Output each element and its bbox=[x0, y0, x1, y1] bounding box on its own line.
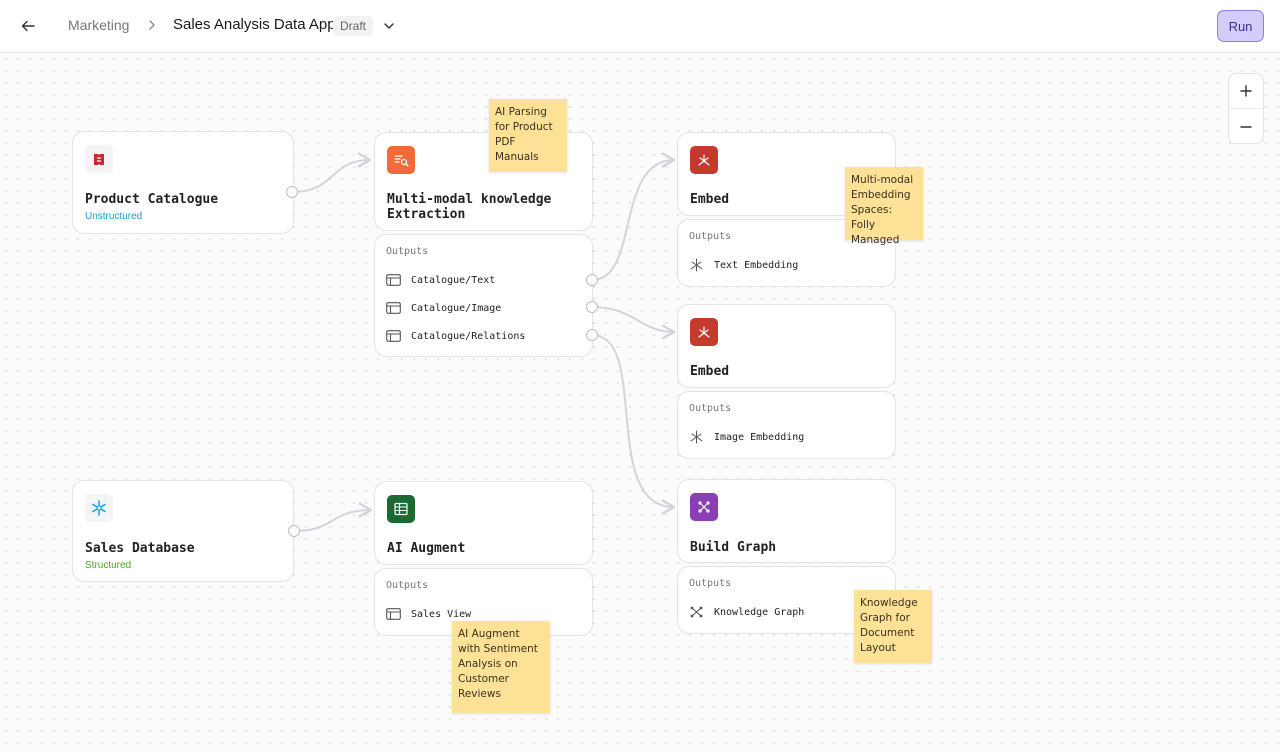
node-subtitle: Unstructured bbox=[85, 211, 143, 222]
sticky-note-augment[interactable]: AI Augment with Sentiment Analysis on Cu… bbox=[452, 621, 550, 713]
snowflake-icon bbox=[85, 494, 113, 522]
output-item[interactable]: Sales View bbox=[386, 606, 471, 622]
breadcrumb-parent[interactable]: Marketing bbox=[68, 17, 130, 33]
output-item[interactable]: Catalogue/Text bbox=[386, 272, 495, 288]
node-title: AI Augment bbox=[387, 541, 466, 556]
output-label: Image Embedding bbox=[714, 431, 805, 443]
outputs-label: Outputs bbox=[689, 231, 732, 242]
outputs-label: Outputs bbox=[689, 578, 732, 589]
outputs-panel-extraction: Outputs Catalogue/Text Catalogue/Image C… bbox=[374, 234, 593, 357]
node-ai-augment[interactable]: AI Augment bbox=[374, 481, 593, 565]
output-label: Text Embedding bbox=[714, 259, 799, 271]
zoom-out-button[interactable] bbox=[1229, 109, 1263, 144]
embedding-icon bbox=[690, 430, 703, 444]
zoom-in-button[interactable] bbox=[1229, 74, 1263, 109]
graph-icon bbox=[690, 606, 703, 618]
table-icon bbox=[386, 330, 401, 342]
pdf-source-icon bbox=[85, 145, 113, 173]
minus-icon bbox=[1240, 125, 1252, 128]
zoom-controls bbox=[1228, 73, 1264, 144]
table-icon bbox=[386, 608, 401, 620]
embedding-icon bbox=[690, 258, 703, 272]
node-title: Embed bbox=[690, 192, 730, 207]
output-item[interactable]: Catalogue/Relations bbox=[386, 328, 525, 344]
output-label: Knowledge Graph bbox=[714, 606, 805, 618]
output-label: Sales View bbox=[411, 608, 472, 620]
table-icon bbox=[386, 302, 401, 314]
node-title: Embed bbox=[690, 364, 730, 379]
output-port[interactable] bbox=[286, 186, 298, 198]
output-item[interactable]: Catalogue/Image bbox=[386, 300, 501, 316]
outputs-panel-embed-image: Outputs Image Embedding bbox=[677, 391, 896, 459]
outputs-label: Outputs bbox=[689, 403, 732, 414]
back-arrow-icon[interactable] bbox=[18, 16, 38, 36]
embed-icon bbox=[690, 146, 718, 174]
node-embed-image[interactable]: Embed bbox=[677, 304, 896, 388]
graph-icon bbox=[690, 493, 718, 521]
output-item[interactable]: Text Embedding bbox=[689, 257, 798, 273]
table-icon bbox=[386, 274, 401, 286]
node-title: Sales Database bbox=[85, 541, 195, 556]
output-port[interactable] bbox=[586, 274, 598, 286]
status-badge: Draft bbox=[333, 16, 374, 36]
breadcrumb-chevron-icon bbox=[149, 20, 155, 30]
outputs-label: Outputs bbox=[386, 246, 429, 257]
page-title: Sales Analysis Data App bbox=[173, 16, 336, 33]
run-button[interactable]: Run bbox=[1217, 10, 1264, 42]
sticky-note-parsing[interactable]: AI Parsing for Product PDF Manuals bbox=[489, 99, 567, 172]
node-title-line1: Multi-modal knowledge bbox=[387, 192, 552, 207]
output-label: Catalogue/Relations bbox=[411, 330, 526, 342]
node-build-graph[interactable]: Build Graph bbox=[677, 479, 896, 563]
output-port[interactable] bbox=[288, 525, 300, 537]
sticky-note-embedding[interactable]: Multi-modal Embedding Spaces: Folly Mana… bbox=[845, 167, 923, 246]
output-item[interactable]: Knowledge Graph bbox=[689, 604, 804, 620]
embed-icon bbox=[690, 318, 718, 346]
node-subtitle: Structured bbox=[85, 560, 132, 571]
output-item[interactable]: Image Embedding bbox=[689, 429, 804, 445]
chevron-down-icon[interactable] bbox=[382, 19, 396, 33]
node-product-catalogue[interactable]: Product Catalogue Unstructured bbox=[72, 131, 294, 234]
output-port[interactable] bbox=[586, 301, 598, 313]
document-search-icon bbox=[387, 146, 415, 174]
node-sales-database[interactable]: Sales Database Structured bbox=[72, 480, 294, 582]
sticky-note-graph[interactable]: Knowledge Graph for Document Layout bbox=[854, 590, 932, 663]
outputs-panel-embed-text: Outputs Text Embedding bbox=[677, 219, 896, 287]
outputs-label: Outputs bbox=[386, 580, 429, 591]
node-title: Build Graph bbox=[690, 540, 777, 555]
output-label: Catalogue/Image bbox=[411, 302, 502, 314]
spreadsheet-icon bbox=[387, 495, 415, 523]
top-bar: Marketing Sales Analysis Data App Draft … bbox=[0, 0, 1280, 53]
output-port[interactable] bbox=[586, 329, 598, 341]
node-title: Product Catalogue bbox=[85, 192, 219, 207]
output-label: Catalogue/Text bbox=[411, 274, 496, 286]
node-title-line2: Extraction bbox=[387, 207, 466, 222]
plus-icon bbox=[1240, 85, 1252, 97]
